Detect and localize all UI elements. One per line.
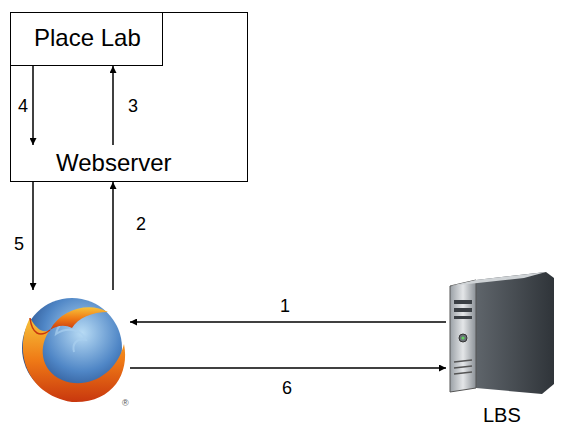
- illustrations: [22, 272, 554, 402]
- step-number: 3: [126, 96, 140, 116]
- node-label: Place Lab: [34, 24, 141, 52]
- arrow-connector: [32, 66, 34, 145]
- firefox-browser: ®: [12, 290, 130, 408]
- arrow-connector: [130, 367, 446, 369]
- node-label: Webserver: [56, 149, 172, 177]
- step-number: 4: [16, 96, 30, 116]
- arrow-connector: [112, 182, 114, 290]
- server-icon: [450, 272, 554, 394]
- node-label: ®: [122, 398, 129, 408]
- node-label: LBS: [483, 404, 521, 427]
- place-lab-box: Place Lab: [10, 12, 163, 66]
- step-number: 1: [278, 296, 292, 316]
- arrow-connector: [112, 66, 114, 145]
- step-number: 2: [134, 214, 148, 234]
- arrow-connector: [130, 321, 446, 323]
- step-number: 5: [12, 234, 26, 254]
- arrow-connector: [32, 182, 34, 290]
- lbs-server: LBS: [446, 272, 558, 432]
- step-number: 6: [280, 378, 294, 398]
- firefox-logo: [22, 298, 125, 402]
